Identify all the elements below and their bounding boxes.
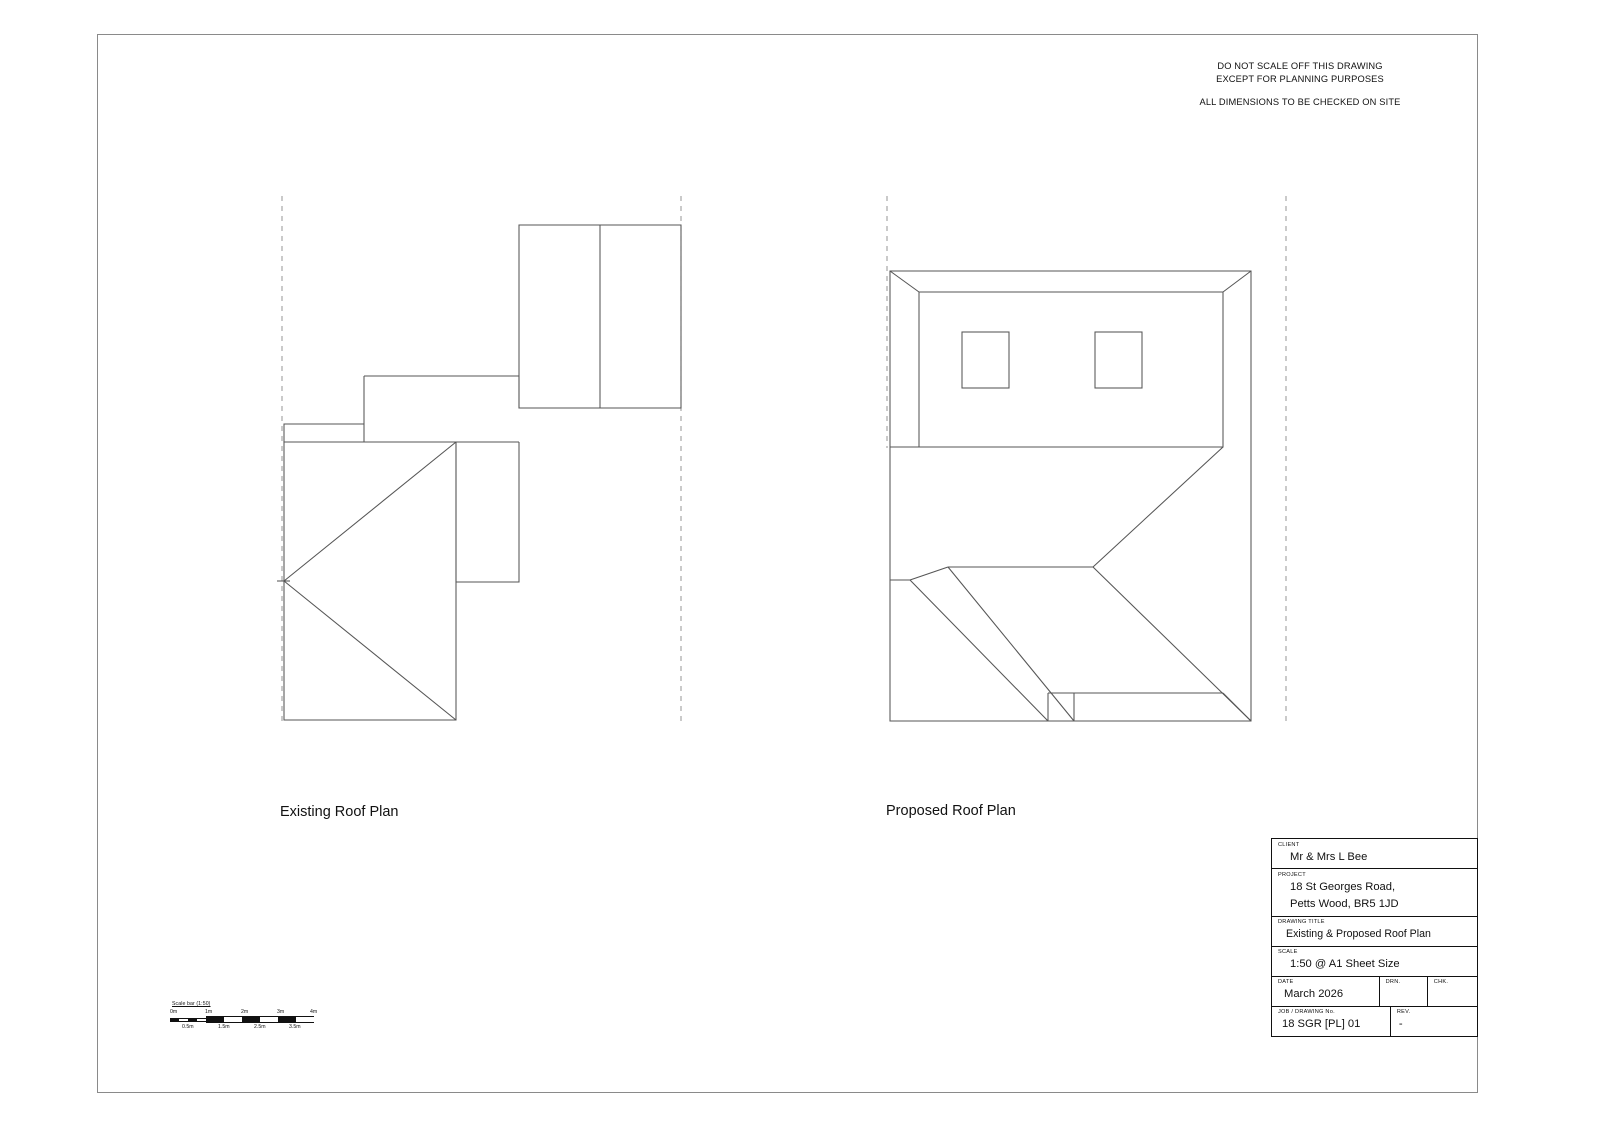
hip-corner-top-right bbox=[1222, 270, 1252, 293]
hip-line-lower bbox=[283, 580, 457, 721]
scale-bar-top-labels: 0m 1m 2m 3m 4m bbox=[170, 1007, 318, 1016]
existing-roof-plan-drawing bbox=[277, 196, 682, 722]
scale-tick-2-5m: 2.5m bbox=[254, 1024, 266, 1030]
scale-seg-5 bbox=[206, 1016, 224, 1023]
scale-tick-1m: 1m bbox=[205, 1009, 213, 1015]
scale-seg-4 bbox=[197, 1017, 206, 1022]
scale-bar: Scale bar (1:50) 0m 1m 2m 3m 4m 0.5m 1.5… bbox=[170, 1001, 318, 1031]
hip-line-lower-left bbox=[947, 566, 1075, 722]
project-label: PROJECT bbox=[1278, 871, 1306, 878]
note-line-1: DO NOT SCALE OFF THIS DRAWING bbox=[1217, 61, 1383, 71]
title-block: CLIENT Mr & Mrs L Bee PROJECT 18 St Geor… bbox=[1271, 838, 1478, 1037]
proposed-plan-caption: Proposed Roof Plan bbox=[886, 803, 1016, 819]
rooflight-left bbox=[961, 331, 1010, 389]
hip-corner-top-left bbox=[889, 270, 920, 293]
existing-plan-caption: Existing Roof Plan bbox=[280, 804, 399, 820]
scale-tick-3m: 3m bbox=[277, 1009, 285, 1015]
rooflight-right bbox=[1094, 331, 1143, 389]
middle-block-top-edge bbox=[364, 375, 681, 409]
client-label: CLIENT bbox=[1278, 841, 1300, 848]
client-value: Mr & Mrs L Bee bbox=[1290, 850, 1368, 863]
main-roof-outline bbox=[283, 441, 457, 721]
scale-value: 1:50 @ A1 Sheet Size bbox=[1290, 958, 1400, 970]
proposed-roof-outer-outline bbox=[889, 270, 1252, 722]
scale-bar-title: Scale bar (1:50) bbox=[172, 1001, 211, 1007]
scale-bar-bottom-labels: 0.5m 1.5m 2.5m 3.5m bbox=[170, 1023, 318, 1031]
rev-label: REV. bbox=[1396, 1009, 1411, 1015]
chk-label: CHK. bbox=[1433, 979, 1449, 985]
chk-value bbox=[1428, 986, 1477, 1006]
title-block-row-client: CLIENT Mr & Mrs L Bee bbox=[1272, 839, 1477, 869]
scale-tick-0m: 0m bbox=[170, 1009, 178, 1015]
drawing-title-label: DRAWING TITLE bbox=[1278, 919, 1325, 925]
date-cell: DATE March 2026 bbox=[1272, 976, 1380, 1006]
drn-value bbox=[1380, 986, 1427, 1006]
scale-seg-8 bbox=[260, 1016, 278, 1023]
title-block-row-job: JOB / DRAWING No. 18 SGR [PL] 01 REV. - bbox=[1272, 1006, 1477, 1036]
scale-seg-1 bbox=[170, 1017, 179, 1022]
hip-corner-bottom-right bbox=[1222, 692, 1252, 722]
hip-line-upper bbox=[283, 441, 457, 582]
drawing-notes: DO NOT SCALE OFF THIS DRAWING EXCEPT FOR… bbox=[1110, 60, 1490, 109]
title-block-row-drawing-title: DRAWING TITLE Existing & Proposed Roof P… bbox=[1272, 917, 1477, 947]
scale-label: SCALE bbox=[1278, 949, 1298, 955]
scale-bar-graphic bbox=[170, 1016, 318, 1023]
scale-seg-2 bbox=[179, 1017, 188, 1022]
date-label: DATE bbox=[1278, 979, 1294, 985]
date-value: March 2026 bbox=[1284, 988, 1344, 1000]
note-line-2: EXCEPT FOR PLANNING PURPOSES bbox=[1216, 73, 1384, 84]
scale-seg-7 bbox=[242, 1016, 260, 1023]
scale-tick-3-5m: 3.5m bbox=[289, 1024, 301, 1030]
drn-cell: DRN. bbox=[1380, 976, 1428, 1006]
scale-tick-2m: 2m bbox=[241, 1009, 249, 1015]
project-value-line2: Petts Wood, BR5 1JD bbox=[1290, 898, 1399, 910]
title-block-row-project: PROJECT 18 St Georges Road, Petts Wood, … bbox=[1272, 869, 1477, 917]
scale-tick-1-5m: 1.5m bbox=[218, 1024, 230, 1030]
job-value: 18 SGR [PL] 01 bbox=[1282, 1018, 1361, 1030]
job-label: JOB / DRAWING No. bbox=[1278, 1009, 1335, 1015]
job-cell: JOB / DRAWING No. 18 SGR [PL] 01 bbox=[1272, 1006, 1391, 1036]
hip-stub-diagonal bbox=[909, 566, 949, 581]
scale-seg-10 bbox=[296, 1016, 314, 1023]
drawing-title-value: Existing & Proposed Roof Plan bbox=[1286, 928, 1431, 940]
drn-label: DRN. bbox=[1385, 979, 1401, 985]
title-block-row-scale: SCALE 1:50 @ A1 Sheet Size bbox=[1272, 947, 1477, 977]
sheet-border bbox=[97, 34, 1478, 1093]
title-block-row-date: DATE March 2026 DRN. CHK. bbox=[1272, 976, 1477, 1007]
dormer-edge-lower bbox=[909, 579, 1049, 722]
project-value-line1: 18 St Georges Road, bbox=[1290, 880, 1396, 893]
scale-seg-6 bbox=[224, 1016, 242, 1023]
note-spacer bbox=[1110, 85, 1490, 96]
right-wing-outline bbox=[455, 442, 520, 583]
scale-tick-0-5m: 0.5m bbox=[182, 1024, 194, 1030]
scale-seg-9 bbox=[278, 1016, 296, 1023]
scale-seg-3 bbox=[188, 1017, 197, 1022]
proposed-roof-plan-drawing bbox=[886, 196, 1287, 722]
chk-cell: CHK. bbox=[1428, 977, 1477, 1006]
valley-line-upper-right bbox=[1092, 446, 1224, 568]
rev-value: - bbox=[1398, 1018, 1403, 1030]
rev-cell: REV. - bbox=[1391, 1007, 1477, 1036]
note-line-3: ALL DIMENSIONS TO BE CHECKED ON SITE bbox=[1199, 97, 1401, 107]
side-projection-outline bbox=[283, 376, 365, 443]
scale-tick-4m: 4m bbox=[310, 1009, 318, 1015]
parapet-inner-edge bbox=[890, 291, 1224, 448]
